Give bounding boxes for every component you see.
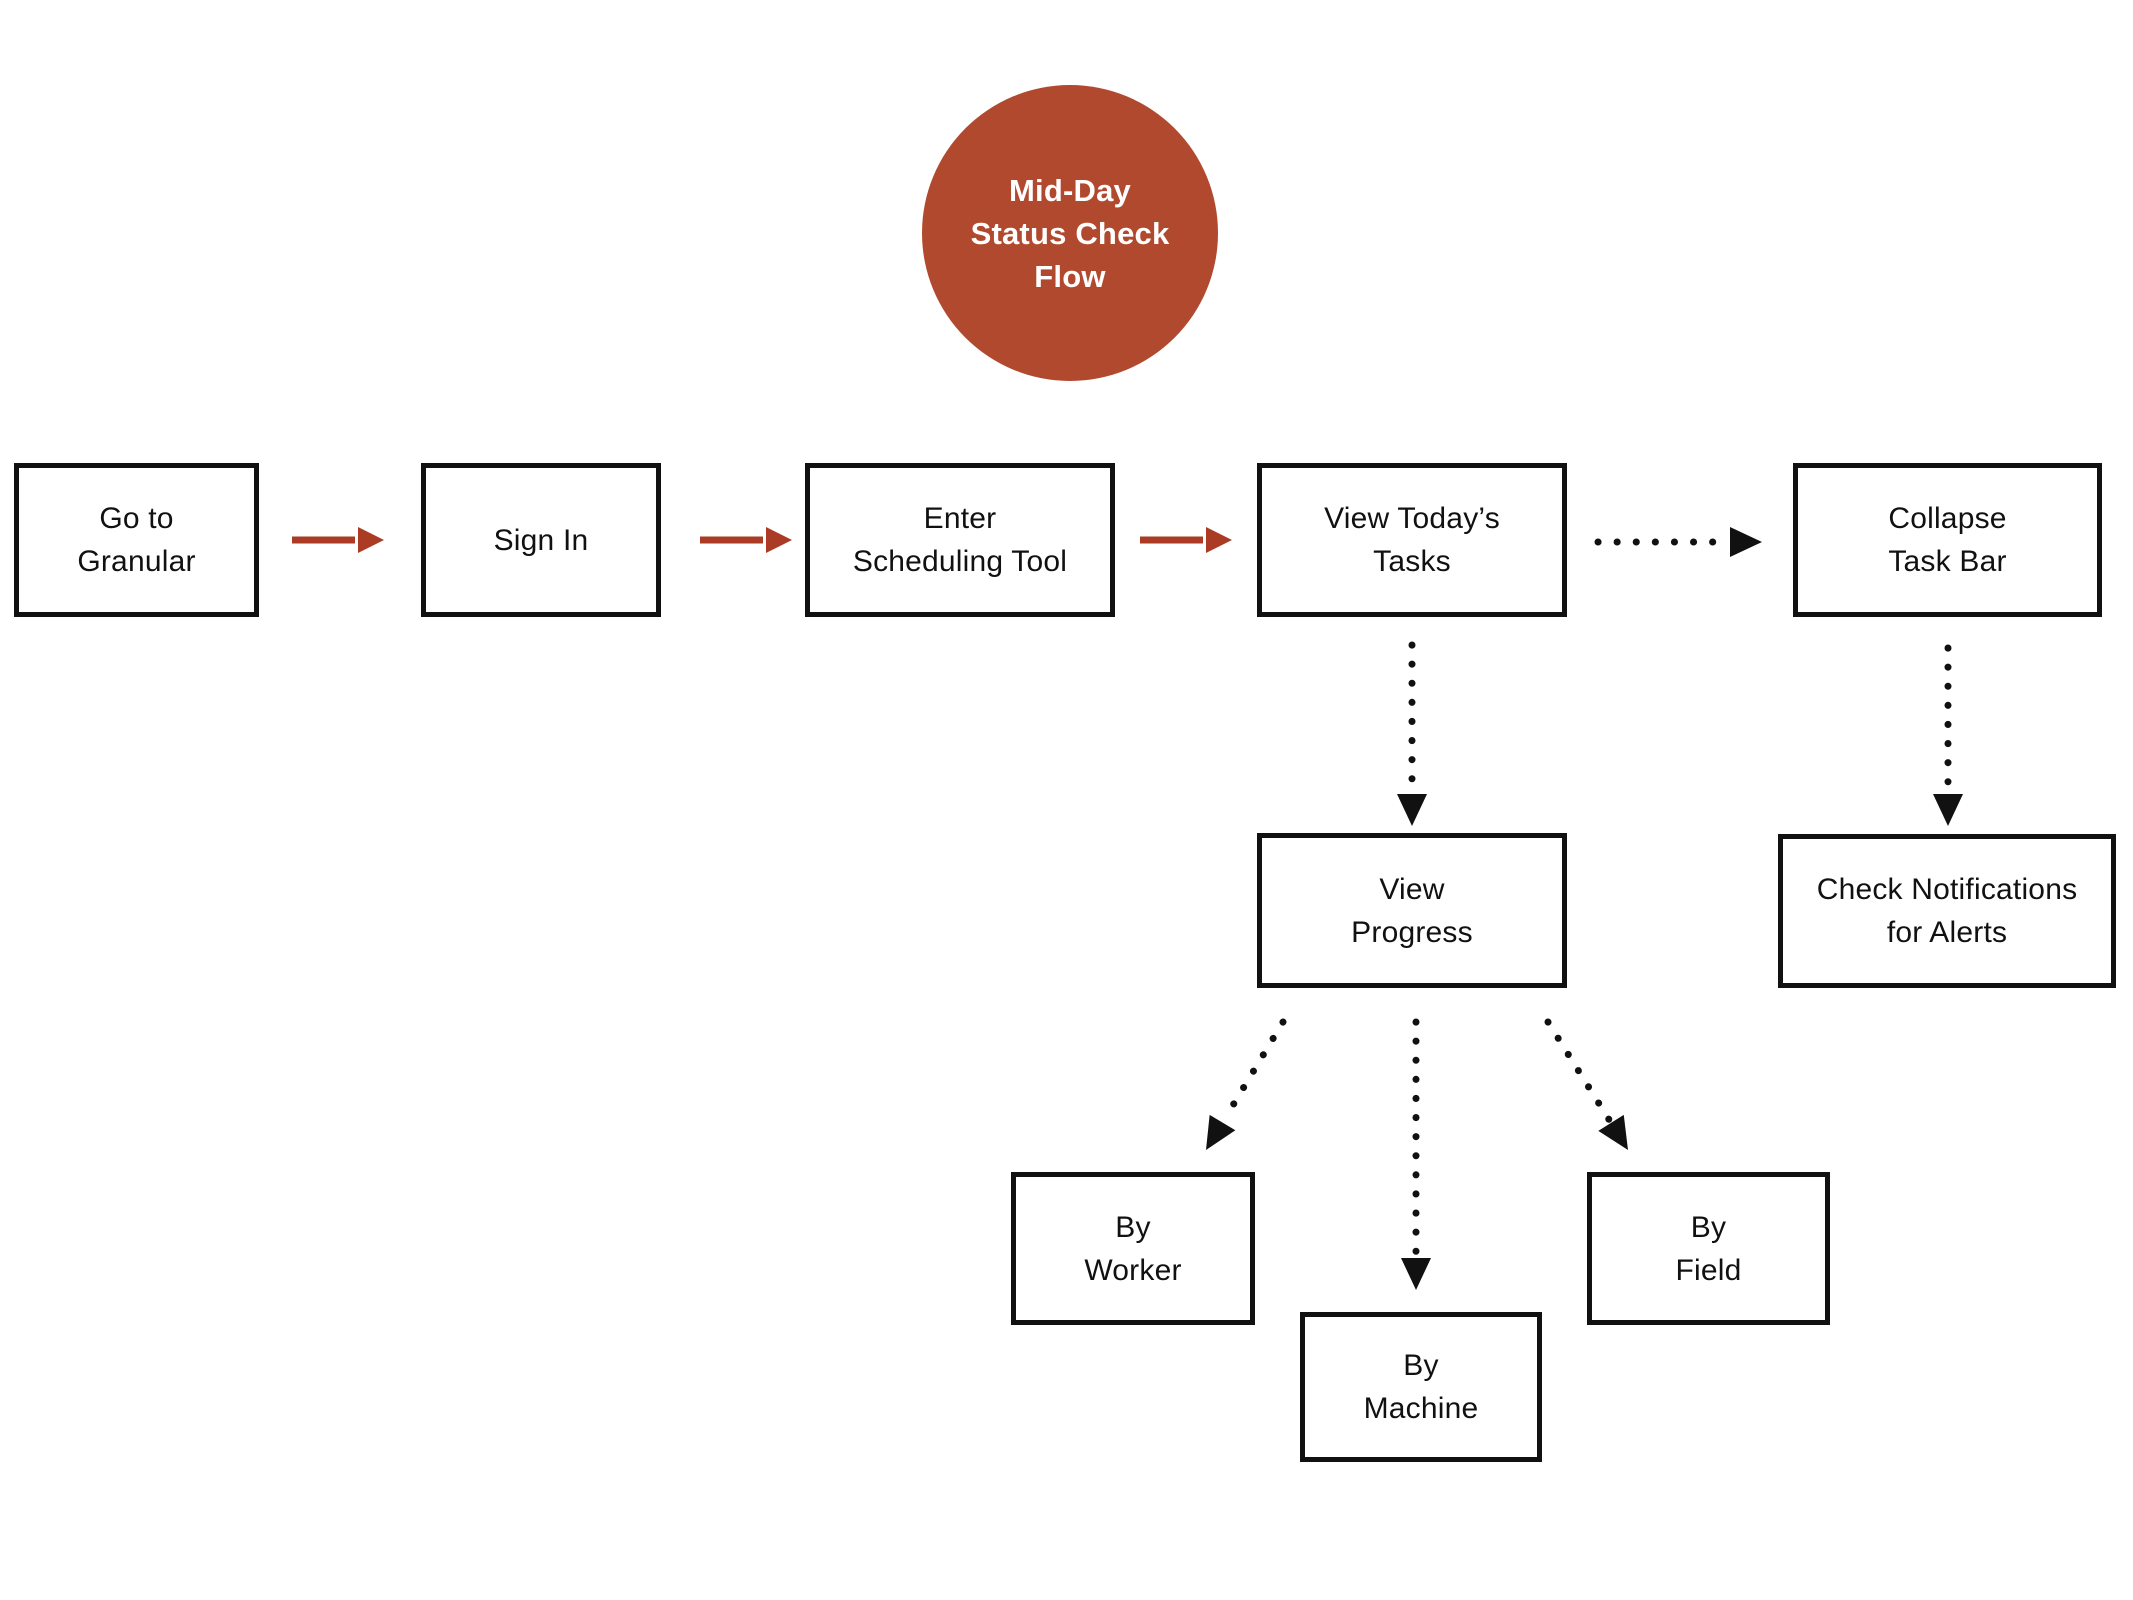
flow-node-view-progress: View Progress — [1257, 833, 1567, 988]
flow-node-collapse-task-bar: Collapse Task Bar — [1793, 463, 2102, 617]
flow-node-by-worker: By Worker — [1011, 1172, 1255, 1325]
flow-node-sign-in: Sign In — [421, 463, 661, 617]
node-label-line: Go to — [99, 502, 174, 535]
node-label-line: View — [1379, 872, 1445, 906]
flow-node-by-field: By Field — [1587, 1172, 1830, 1325]
flow-edge-view-progress-to-by-worker — [1220, 1018, 1287, 1124]
flow-node-enter-scheduling-tool: Enter Scheduling Tool — [805, 463, 1115, 617]
node-label-line: Sign In — [493, 523, 589, 557]
flow-node-view-todays-tasks: View Today’s Tasks — [1257, 463, 1567, 617]
node-label-line: Task Bar — [1888, 545, 2007, 578]
flow-edge-arrowhead-view-progress-to-by-machine — [1401, 1258, 1431, 1290]
node-label-line: Tasks — [1373, 545, 1451, 578]
flow-node-check-notifications-for-alerts: Check Notifications for Alerts — [1778, 834, 2116, 988]
flow-node-go-to-granular: Go to Granular — [14, 463, 259, 617]
flow-edge-arrowhead-view-progress-to-by-field — [1598, 1114, 1628, 1150]
node-label-line: By — [1403, 1349, 1439, 1382]
node-label-line: Scheduling Tool — [852, 545, 1068, 578]
node-label-line: Machine — [1363, 1392, 1479, 1425]
flow-node-by-machine: By Machine — [1300, 1312, 1542, 1462]
node-label-line: View Today’s — [1324, 502, 1500, 535]
node-label-line: By — [1115, 1210, 1151, 1244]
flow-edge-arrowhead-go-to-granular-to-sign-in — [358, 527, 384, 553]
circle-label-line: Flow — [1034, 258, 1106, 294]
flow-edge-arrowhead-sign-in-to-enter-scheduling-tool — [766, 527, 792, 553]
flow-start-circle: Mid-Day Status Check Flow — [922, 85, 1218, 381]
circle-label-line: Mid-Day — [1009, 172, 1131, 208]
flow-edge-arrowhead-view-progress-to-by-worker — [1206, 1114, 1236, 1150]
node-label-line: Collapse — [1888, 502, 2007, 535]
node-label-line: Progress — [1351, 915, 1473, 949]
node-label-line: Worker — [1084, 1253, 1182, 1287]
flow-edge-arrowhead-collapse-task-bar-to-check-notifications — [1933, 794, 1963, 826]
node-label-line: By — [1690, 1210, 1727, 1244]
flow-edge-arrowhead-view-todays-tasks-to-collapse-task-bar — [1730, 527, 1762, 557]
circle-label-line: Status Check — [970, 215, 1170, 251]
node-label-line: Granular — [77, 545, 196, 578]
node-label-line: Enter — [923, 502, 997, 535]
node-label-line: Field — [1675, 1253, 1742, 1287]
flow-edge-arrowhead-enter-scheduling-tool-to-view-todays-tasks — [1206, 527, 1232, 553]
flow-edge-arrowhead-view-todays-tasks-to-view-progress — [1397, 794, 1427, 826]
node-label-line: Check Notifications — [1816, 873, 2078, 906]
flow-edge-view-progress-to-by-field — [1544, 1018, 1613, 1124]
node-label-line: for Alerts — [1886, 916, 2008, 949]
